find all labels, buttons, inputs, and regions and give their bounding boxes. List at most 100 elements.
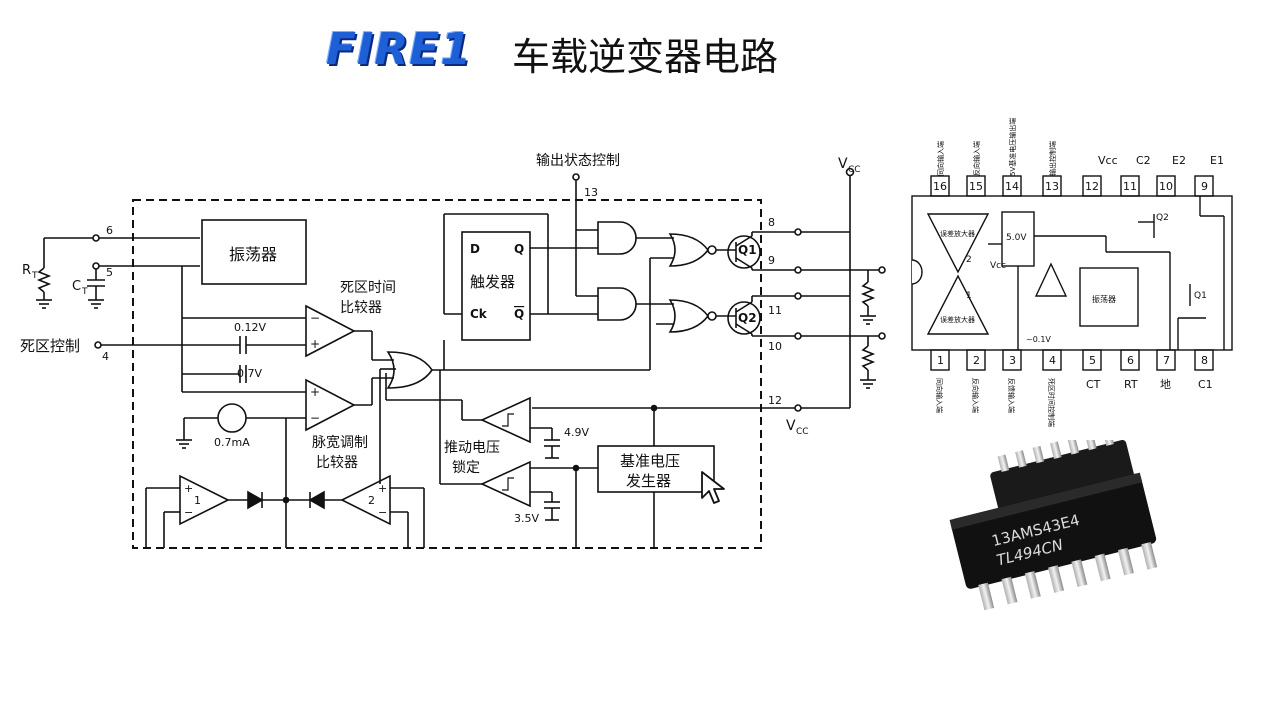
vcc-bottom-label: V (786, 418, 796, 434)
pinout-bottom-pin-number: 8 (1201, 354, 1208, 367)
pinout-top-pin-number: 14 (1005, 180, 1019, 193)
ff-q-label: Q (514, 242, 524, 256)
pinout-top-pin-number: 11 (1123, 180, 1137, 193)
tl494-pinout-diagram: 16同向输入端15反向输入端145V基准电压输出端13输出控制端12Vcc11C… (911, 118, 1233, 427)
svg-text:+: + (310, 337, 320, 351)
pinout-bottom-pin (1194, 349, 1214, 371)
pin-13-label: 13 (584, 186, 598, 199)
pinout-bottom-pin-number: 5 (1089, 354, 1096, 367)
pinout-osc-box (1079, 267, 1139, 327)
rt-sub: T (31, 271, 38, 281)
error-amp-2 (340, 474, 391, 526)
pinout-dead-label: ~0.1V (1026, 335, 1051, 344)
q2-label: Q2 (738, 311, 757, 325)
pwm-label-1: 脉宽调制 (312, 434, 368, 451)
pinout-top-pin-number: 9 (1201, 180, 1208, 193)
pinout-bottom-pin-label: 反馈输入端 (1007, 378, 1016, 413)
pinout-bottom-pin-number: 1 (937, 354, 944, 367)
pinout-bottom-pin (1156, 349, 1176, 371)
svg-text:+: + (378, 482, 387, 495)
ct-sub: T (81, 287, 88, 297)
pinout-bottom-pin-number: 3 (1009, 354, 1016, 367)
tl494-chip-photo: 13AMS43E4 TL494CN (949, 440, 1158, 611)
pinout-top-pin (1156, 175, 1176, 197)
pinout-q2-label: Q2 (1156, 213, 1169, 223)
transistor-q1 (727, 235, 761, 269)
transistor-q2 (727, 301, 761, 335)
pin-11-label: 11 (768, 304, 782, 317)
vcc-bottom-sub: CC (796, 427, 809, 437)
pinout-top-pin-label: 输出控制端 (1048, 141, 1057, 176)
pinout-dead-comparator (1034, 262, 1068, 297)
ff-d-label: D (470, 242, 480, 256)
svg-text:−: − (184, 506, 193, 519)
ma07-label: 0.7mA (214, 436, 250, 449)
pinout-bottom-pin (966, 349, 986, 371)
dead-time-label-2: 比较器 (340, 300, 382, 316)
pwm-label-2: 比较器 (316, 455, 358, 471)
nor-gate-2 (668, 299, 710, 333)
dead-control-label: 死区控制 (20, 337, 80, 355)
nor-gate-1 (668, 233, 710, 267)
svg-text:+: + (310, 385, 320, 399)
pin-9-label: 9 (768, 254, 775, 267)
lockout-comparator-1 (480, 396, 531, 444)
ref-label-1: 基准电压 (620, 452, 680, 470)
ff-qbar-label: Q (514, 307, 524, 321)
error-amp-1 (179, 474, 230, 526)
pin-5-label: 5 (106, 266, 113, 279)
flip-flop-block (461, 231, 531, 341)
pinout-n2-label: 2 (966, 255, 972, 265)
pin-6-label: 6 (106, 224, 113, 237)
dead-time-label-1: 死区时间 (340, 280, 396, 296)
pinout-bottom-pin-number: 7 (1163, 354, 1170, 367)
pinout-bottom-pin-number: 4 (1049, 354, 1056, 367)
pwm-comparator (305, 378, 356, 432)
amp2-label: 2 (368, 494, 375, 507)
pinout-bottom-pin (1082, 349, 1102, 371)
ff-ck-label: Ck (470, 307, 488, 321)
vcc-top-label: V (838, 156, 848, 172)
pinout-bottom-pin-label: 地 (1160, 378, 1171, 391)
v012-label: 0.12V (234, 321, 266, 334)
pinout-top-pin-label: 同向输入端 (936, 141, 945, 176)
pinout-top-pin-label: 反向输入端 (972, 141, 981, 176)
pinout-top-pin-number: 16 (933, 180, 947, 193)
pinout-error-amp-bottom (926, 274, 990, 335)
pinout-ref-label: 5.0V (1006, 233, 1027, 243)
pinout-bottom-pin (930, 349, 950, 371)
mouse-cursor-icon (701, 471, 725, 504)
and-gate-1 (597, 221, 637, 255)
vcc-top-sub: CC (848, 165, 861, 175)
pinout-top-pin-label: Vcc (1098, 154, 1118, 167)
pinout-bottom-pin-label: RT (1124, 378, 1138, 391)
pinout-bottom-pin (1120, 349, 1140, 371)
pinout-top-pin (1120, 175, 1140, 197)
and-gate-2 (597, 287, 637, 321)
pinout-osc-label: 振荡器 (1092, 294, 1116, 304)
pinout-top-pin-label: 5V基准电压输出端 (1008, 118, 1017, 176)
amp1-label: 1 (194, 494, 201, 507)
pinout-top-pin (966, 175, 986, 197)
pinout-top-pin-number: 10 (1159, 180, 1173, 193)
output-control-label: 输出状态控制 (536, 153, 620, 169)
pinout-top-pin-label: C2 (1136, 154, 1151, 167)
rt-label: R (22, 263, 31, 278)
pinout-amp-top-label: 误差放大器 (940, 229, 975, 238)
pinout-top-pin (1194, 175, 1214, 197)
pinout-top-pin-number: 15 (969, 180, 983, 193)
pin-4-label: 4 (102, 350, 109, 363)
pinout-top-pin-label: E1 (1210, 154, 1224, 167)
pinout-bottom-pin-label: 同向输入端 (935, 378, 944, 413)
svg-text:+: + (184, 482, 193, 495)
svg-text:−: − (310, 411, 320, 425)
chip-boundary (132, 199, 762, 549)
lock-label-2: 锁定 (452, 460, 480, 476)
pinout-bottom-pin-number: 2 (973, 354, 980, 367)
pinout-top-pin (930, 175, 950, 197)
pinout-bottom-pin-label: CT (1086, 378, 1101, 391)
q1-label: Q1 (738, 243, 757, 257)
pinout-top-pin-number: 12 (1085, 180, 1099, 193)
pin-12-label: 12 (768, 394, 782, 407)
pin-10-label: 10 (768, 340, 782, 353)
